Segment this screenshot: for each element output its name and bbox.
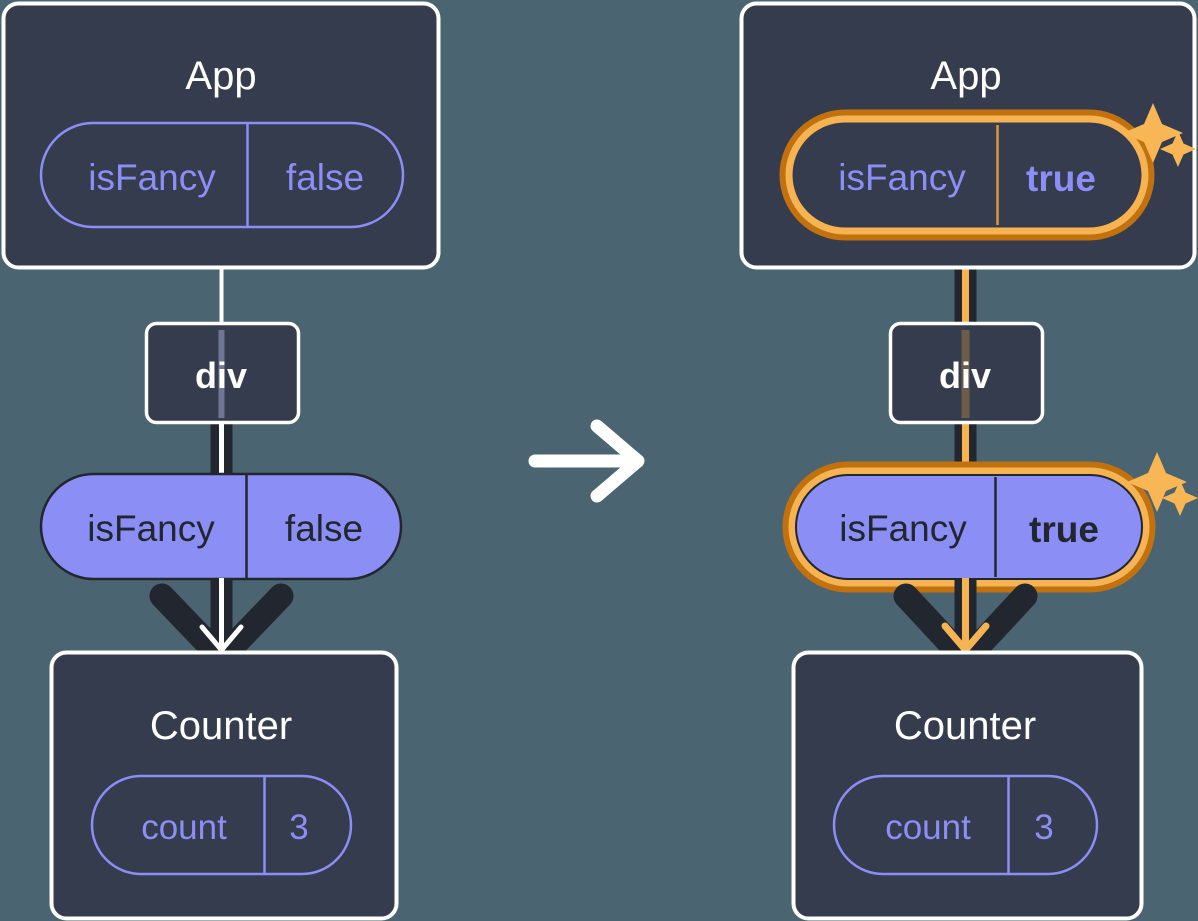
panel-after: App isFancy true div isFanc: [739, 1, 1198, 921]
pill-outline-shape: [832, 774, 1099, 876]
app-prop-name-right: isFancy: [838, 157, 966, 198]
app-panel-left: [1, 1, 441, 270]
sparkle-icon-app-large: [1123, 103, 1183, 163]
highlight-ring-inner: [785, 115, 1149, 235]
sparkle-icon-pill-small: [1162, 480, 1198, 516]
counter-state-value-right: 3: [1034, 808, 1053, 847]
passed-prop-name-right: isFancy: [839, 508, 967, 549]
counter-state-name-left: count: [141, 808, 227, 847]
pill-outline-shape: [793, 123, 1141, 227]
counter-panel-left: [49, 650, 399, 921]
sparkle-icon-app-small: [1160, 131, 1196, 167]
counter-state-pill-right: count 3: [832, 774, 1099, 876]
arrow-pill-to-counter-left: [149, 578, 294, 671]
app-prop-name-left: isFancy: [88, 157, 216, 198]
app-prop-pill-left: isFancy false: [39, 121, 405, 229]
passed-prop-value-left: false: [285, 508, 363, 549]
pill-outline-shape: [90, 774, 353, 876]
counter-state-pill-left: count 3: [90, 774, 353, 876]
div-label-right: div: [939, 355, 991, 396]
counter-state-name-right: count: [885, 808, 971, 847]
app-prop-value-right: true: [1026, 158, 1096, 199]
counter-title-left: Counter: [150, 704, 292, 748]
app-title-left: App: [185, 54, 256, 98]
counter-title-right: Counter: [894, 704, 1036, 748]
panel-before: App isFancy false div isFancy false: [1, 1, 441, 921]
transition-arrow: [528, 419, 645, 503]
passed-prop-name-left: isFancy: [87, 508, 215, 549]
counter-state-value-left: 3: [289, 808, 308, 847]
counter-panel-right: [791, 650, 1144, 921]
app-title-right: App: [930, 54, 1001, 98]
passed-prop-value-right: true: [1029, 509, 1099, 550]
app-prop-pill-right: isFancy true: [779, 109, 1155, 241]
passed-prop-pill-right: isFancy true: [782, 461, 1156, 593]
div-label-left: div: [195, 355, 247, 396]
app-prop-value-left: false: [286, 157, 364, 198]
sparkle-icon-pill-large: [1127, 452, 1187, 512]
passed-prop-pill-left: isFancy false: [39, 472, 403, 581]
pill-outline-shape: [39, 121, 405, 229]
